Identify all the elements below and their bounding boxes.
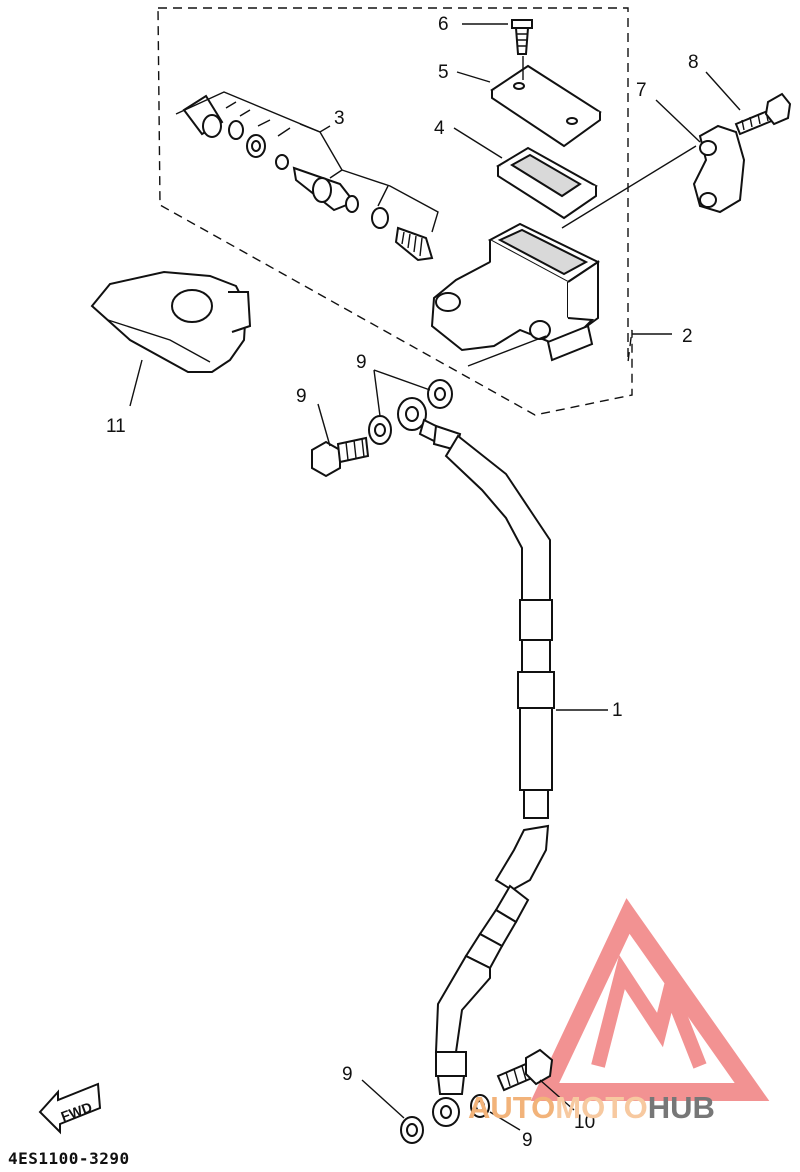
callout-3: 3 — [334, 108, 345, 129]
watermark-part2: MOTO — [555, 1090, 647, 1125]
watermark-logo — [530, 898, 770, 1101]
callout-6: 6 — [438, 14, 449, 35]
part-8-bolt — [734, 92, 792, 136]
callout-10b: 10 — [574, 1112, 595, 1133]
part-3-piston-kit — [182, 94, 434, 262]
part-9-washer-b — [368, 415, 392, 445]
callout-2: 2 — [682, 326, 693, 347]
callout-8: 8 — [688, 52, 699, 73]
callout-9c: 9 — [522, 1130, 533, 1151]
assembly-boundary — [157, 7, 633, 416]
callout-1: 1 — [612, 700, 623, 721]
part-9-washer-d — [470, 1094, 490, 1118]
svg-text:AUTOMOTOHUB: AUTOMOTOHUB — [468, 1090, 715, 1125]
diagram-code: 4ES1100-3290 — [8, 1149, 130, 1168]
callout-4: 4 — [434, 118, 445, 139]
callout-9b: 9 — [342, 1064, 353, 1085]
fwd-arrow-icon: FWD — [38, 1082, 102, 1135]
watermark-part3: HUB — [648, 1090, 715, 1125]
callout-7: 7 — [636, 80, 647, 101]
part-10-union-bolt-upper — [311, 436, 370, 478]
part-11-cover — [90, 270, 252, 373]
callout-10a: 9 — [296, 386, 307, 407]
callout-9a: 9 — [356, 352, 367, 373]
part-9-washer-c — [400, 1116, 424, 1144]
part-5-cap — [490, 64, 602, 148]
leader-lines — [129, 23, 741, 1131]
part-7-holder — [692, 124, 746, 214]
part-2-master-cylinder — [430, 222, 601, 362]
callout-11: 11 — [106, 416, 126, 437]
callout-5: 5 — [438, 62, 449, 83]
part-1-brake-hose — [397, 397, 555, 1127]
part-10-union-bolt-lower — [496, 1048, 554, 1092]
part-6-screw — [511, 19, 533, 55]
part-4-diaphragm — [496, 146, 598, 220]
watermark-text: AUTOMOTOHUB — [468, 1090, 715, 1125]
callouts: 6 5 4 3 7 8 2 9 9 11 1 9 9 10 — [106, 14, 699, 1151]
part-9-washer-a — [427, 379, 453, 409]
watermark-part1: AUTO — [468, 1090, 555, 1125]
